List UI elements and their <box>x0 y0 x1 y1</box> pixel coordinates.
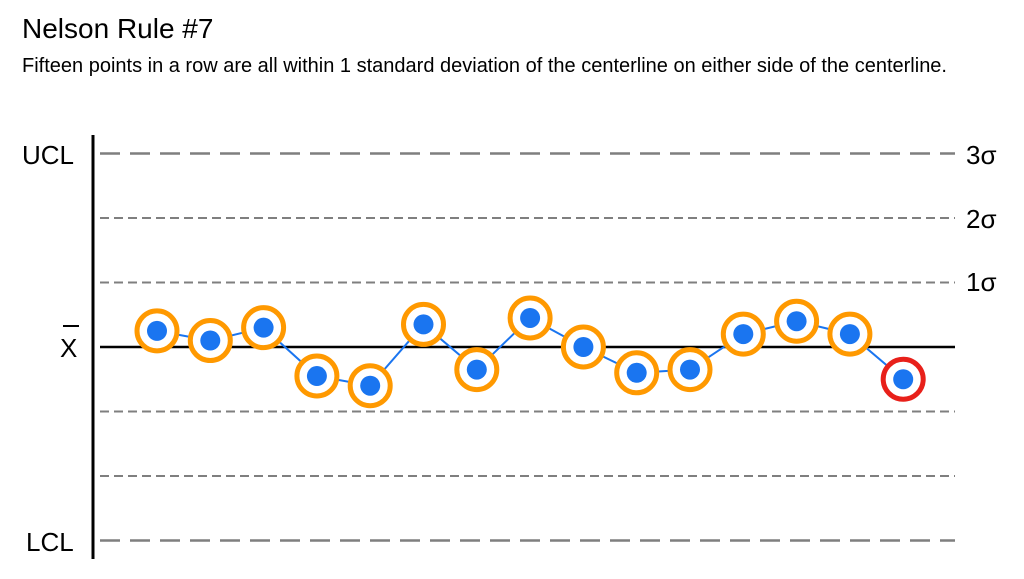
one-sigma-label: 1σ <box>966 267 997 297</box>
data-point <box>893 369 914 390</box>
two-sigma-label: 2σ <box>966 204 997 234</box>
data-point <box>413 314 434 335</box>
lcl-label: LCL <box>26 527 74 557</box>
data-point <box>200 330 221 351</box>
reference-lines <box>100 152 955 542</box>
center-label: X <box>60 333 77 363</box>
chart-title: Nelson Rule #7 <box>22 13 214 44</box>
data-point <box>147 320 167 341</box>
data-point <box>680 359 700 380</box>
data-point <box>573 337 594 357</box>
data-point <box>786 311 807 332</box>
three-sigma-label: 3σ <box>966 140 997 170</box>
data-point <box>839 324 860 345</box>
data-point <box>253 317 274 338</box>
data-point <box>466 359 487 380</box>
ucl-label: UCL <box>22 140 74 170</box>
data-point <box>520 307 541 328</box>
chart-subtitle: Fifteen points in a row are all within 1… <box>22 55 947 77</box>
data-point <box>626 362 647 383</box>
data-series <box>134 295 926 409</box>
data-point <box>733 324 754 345</box>
data-point <box>360 375 381 396</box>
data-point <box>306 366 327 387</box>
